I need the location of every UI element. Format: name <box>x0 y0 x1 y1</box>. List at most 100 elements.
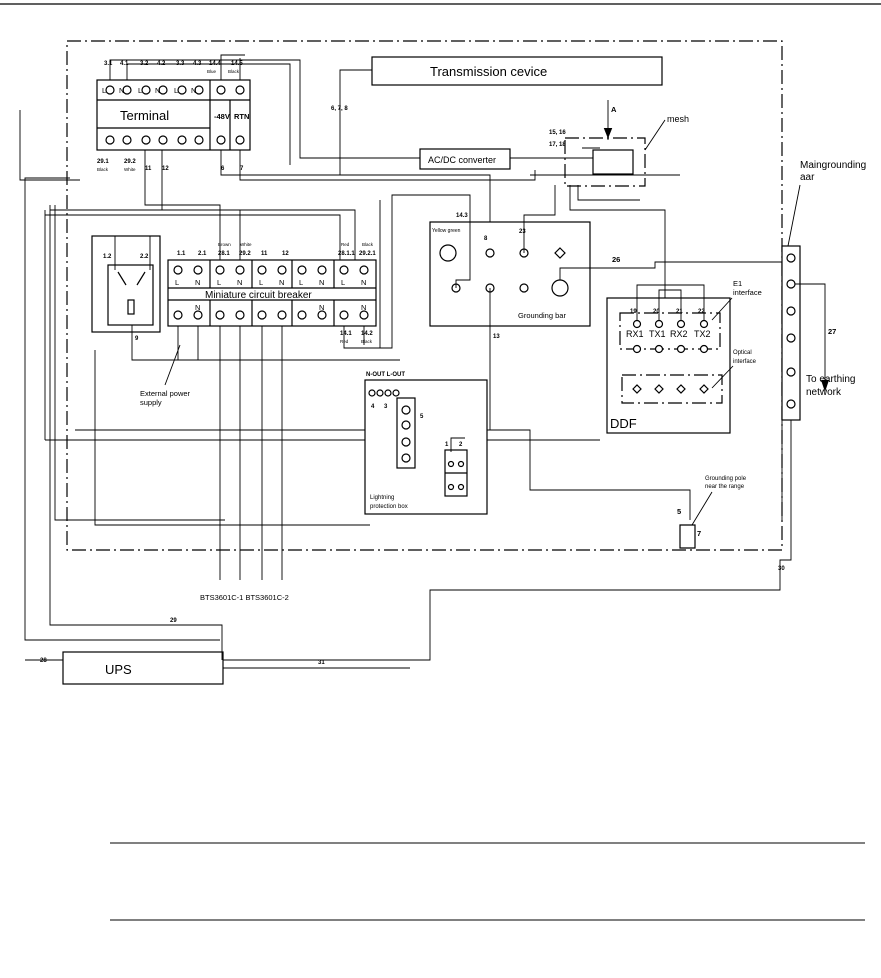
svg-text:29.2.1: 29.2.1 <box>359 251 376 257</box>
svg-text:RX2: RX2 <box>670 329 688 339</box>
lpb-label-1: Lightning <box>370 495 394 501</box>
svg-text:L: L <box>102 86 106 95</box>
svg-text:L: L <box>341 278 345 287</box>
grounding-bar-box <box>429 221 591 327</box>
svg-text:N: N <box>191 86 196 95</box>
svg-text:14.1: 14.1 <box>340 331 352 337</box>
svg-text:4.1: 4.1 <box>120 61 129 67</box>
svg-text:L: L <box>299 278 303 287</box>
svg-text:12: 12 <box>162 166 169 172</box>
lpb-out-terminals <box>368 389 400 397</box>
terminal-bottom-screws <box>105 135 245 145</box>
wire-6-7-8: 6, 7, 8 <box>331 106 348 112</box>
wire-26: 26 <box>612 255 620 264</box>
terminal-label: Terminal <box>120 108 169 123</box>
svg-text:TX2: TX2 <box>694 329 711 339</box>
optical-interface-label-1: Optical <box>733 350 752 356</box>
wire-2-2: 2.2 <box>140 254 149 260</box>
svg-text:14.2: 14.2 <box>361 331 373 337</box>
ddf-box <box>606 297 731 434</box>
breaker-top-ids: 1.1 2.1 28.1 29.2 11 12 28.1.1 29.2.1 Br… <box>177 242 376 257</box>
mesh-unit <box>592 149 634 175</box>
wire-8: 8 <box>484 236 488 242</box>
to-earthing-label-1: To earthing <box>806 374 855 385</box>
svg-text:L: L <box>259 278 263 287</box>
yellow-green-label: Yellow green <box>432 228 461 234</box>
e1-interface-label-2: interface <box>733 288 762 297</box>
terminal-top-ids: 3.1 4.1 3.2 4.2 3.3 4.3 14.4 14.5 Blue B… <box>104 61 243 74</box>
pole-wire-7: 7 <box>697 529 701 538</box>
ac-dc-converter-label: AC/DC converter <box>428 155 496 165</box>
transmission-device-label: Transmission cevice <box>430 64 547 79</box>
breaker-dividers <box>209 260 335 326</box>
wire-9: 9 <box>135 336 139 342</box>
wire-31: 31 <box>318 660 325 666</box>
mesh-label: mesh <box>667 114 689 124</box>
svg-text:L: L <box>175 278 179 287</box>
ac-dc-converter-box <box>419 148 511 170</box>
rtn-label: RTN <box>234 112 249 121</box>
n-out-l-out-label: N-OUT L-OUT <box>366 372 405 378</box>
main-grounding-bar <box>781 245 801 421</box>
lpb-module <box>396 397 416 469</box>
ups-label: UPS <box>105 662 132 677</box>
terminal-ln-labels: L N L N L N <box>102 86 196 95</box>
e1-interface-label-1: E1 <box>733 279 742 288</box>
external-power-label-1: External power <box>140 389 191 398</box>
svg-text:29.2: 29.2 <box>239 251 251 257</box>
svg-text:L: L <box>217 278 221 287</box>
svg-text:Black: Black <box>97 167 109 172</box>
lpb-wire-5: 5 <box>420 414 424 420</box>
ddf-port-labels: RX1 TX1 RX2 TX2 <box>626 329 711 339</box>
svg-text:Red: Red <box>341 242 350 247</box>
svg-text:TX1: TX1 <box>649 329 666 339</box>
ddf-port-screws <box>632 319 709 354</box>
main-grounding-label-2: aar <box>800 172 815 183</box>
grounding-bar-label: Grounding bar <box>518 311 566 320</box>
svg-text:28.1: 28.1 <box>218 251 230 257</box>
bts-cables <box>219 326 283 580</box>
wire-30: 30 <box>778 566 785 572</box>
svg-text:2.1: 2.1 <box>198 251 207 257</box>
terminal-top-screws <box>105 85 245 95</box>
breaker-bottom-screws <box>173 310 369 320</box>
svg-text:N: N <box>361 278 366 287</box>
breaker-ln-labels: L N L N L N L N L N N N N <box>175 278 366 312</box>
terminal-bottom-ids: 29.1 29.2 11 12 6 7 Black White <box>97 159 244 172</box>
main-grounding-label-1: Maingrounding <box>800 160 866 171</box>
wire-13: 13 <box>493 334 500 340</box>
lpb-label-2: protection box <box>370 504 408 510</box>
svg-text:6: 6 <box>221 166 225 172</box>
lpb-wire-3: 3 <box>384 404 388 410</box>
lpb-wire-1: 1 <box>445 442 449 448</box>
optical-interface-label-2: interface <box>733 359 757 365</box>
svg-text:N: N <box>279 278 284 287</box>
svg-text:Black: Black <box>362 242 374 247</box>
transmission-device-box <box>371 56 663 86</box>
svg-text:19: 19 <box>630 309 637 315</box>
svg-text:N: N <box>119 86 124 95</box>
svg-text:N: N <box>319 278 324 287</box>
svg-text:21: 21 <box>676 309 683 315</box>
svg-text:12: 12 <box>282 251 289 257</box>
grounding-pole-label-1: Grounding pole <box>705 476 747 482</box>
svg-text:Brown: Brown <box>218 242 231 247</box>
breaker-bottom-ids: 14.1 14.2 Red Black <box>340 331 373 344</box>
svg-text:Black: Black <box>361 339 373 344</box>
svg-text:3.1: 3.1 <box>104 61 113 67</box>
e1-interface-block <box>619 312 721 350</box>
svg-text:N: N <box>155 86 160 95</box>
lightning-protection-box <box>364 379 488 515</box>
to-earthing-label-2: network <box>806 387 842 398</box>
svg-text:N: N <box>195 303 200 312</box>
arrow-a-label: A <box>611 105 617 114</box>
bts-cable-label: BTS3601C-1 BTS3601C-2 <box>200 593 289 602</box>
svg-text:28.1.1: 28.1.1 <box>338 251 355 257</box>
wire-17-18: 17, 18 <box>549 142 566 148</box>
lpb-wire-2: 2 <box>459 442 463 448</box>
external-power-label-2: supply <box>140 398 162 407</box>
pole-wire-5: 5 <box>677 507 681 516</box>
svg-text:29.1: 29.1 <box>97 159 109 165</box>
breaker-top-screws <box>173 265 369 275</box>
svg-text:White: White <box>240 242 252 247</box>
